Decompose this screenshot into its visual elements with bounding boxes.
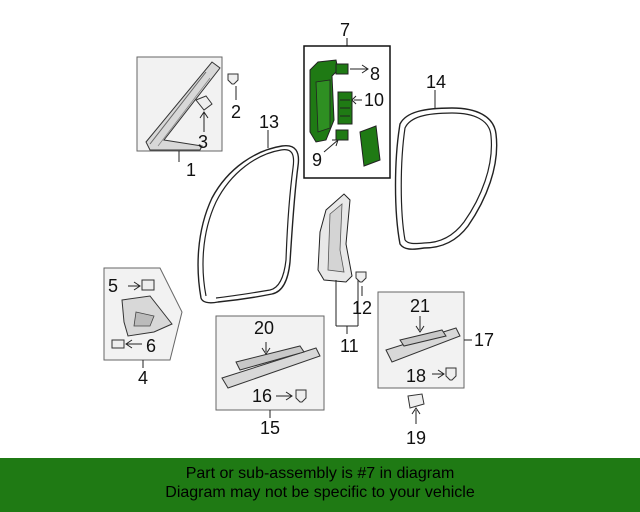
clip-8-shape <box>335 63 349 75</box>
part-17-group[interactable]: 17 18 21 <box>377 291 494 389</box>
part-11-group[interactable]: 11 12 <box>317 193 372 356</box>
callout-15: 15 <box>260 418 280 438</box>
callout-4: 4 <box>138 368 148 388</box>
callout-21: 21 <box>410 296 430 316</box>
scuff-plate-15 <box>221 347 321 389</box>
pillar-garnish-shape <box>145 61 221 151</box>
plate-21-shape <box>399 329 447 347</box>
screw-18-shape <box>445 367 457 381</box>
part-1-group[interactable]: 1 2 3 <box>136 56 241 180</box>
clip-9-shape <box>335 129 349 141</box>
notice-line-2: Diagram may not be specific to your vehi… <box>165 484 475 501</box>
part-13-group[interactable]: 13 <box>197 112 300 304</box>
callout-10: 10 <box>364 90 384 110</box>
pillar-garnish-lower-part <box>359 125 381 167</box>
part-19-group[interactable]: 19 <box>406 393 426 448</box>
screw-16-shape <box>295 389 307 403</box>
callout-1: 1 <box>186 160 196 180</box>
notice-line-1: Part or sub-assembly is #7 in diagram <box>185 465 455 482</box>
part-15-group[interactable]: 15 16 20 <box>215 315 325 438</box>
notice-banner: Part or sub-assembly is #7 in diagram Di… <box>0 458 640 512</box>
callout-17: 17 <box>474 330 494 350</box>
callout-16: 16 <box>252 386 272 406</box>
part-7-group[interactable]: 7 8 10 9 <box>303 20 391 179</box>
callout-12: 12 <box>352 298 372 318</box>
callout-20: 20 <box>254 318 274 338</box>
callout-19: 19 <box>406 428 426 448</box>
callout-7: 7 <box>340 20 350 40</box>
clip-3-shape <box>195 95 213 111</box>
part-14-group[interactable]: 14 <box>394 72 498 250</box>
callout-11: 11 <box>340 336 359 356</box>
clip-5-shape <box>141 279 155 291</box>
callout-2: 2 <box>231 102 241 122</box>
callout-8: 8 <box>370 64 380 84</box>
plate-20-shape <box>235 345 305 371</box>
part-4-group[interactable]: 4 5 6 <box>103 267 183 388</box>
clip-19-shape <box>407 393 425 409</box>
screw-2-shape <box>227 73 239 85</box>
callout-3: 3 <box>198 132 208 152</box>
clip-6-shape <box>111 339 125 349</box>
weatherstrip-13 <box>197 145 300 304</box>
weatherstrip-14 <box>394 107 498 250</box>
callout-18: 18 <box>406 366 426 386</box>
parts-diagram: 1 2 3 13 7 8 10 9 14 <box>103 20 498 448</box>
callout-5: 5 <box>108 276 118 296</box>
callout-14: 14 <box>426 72 446 92</box>
callout-13: 13 <box>259 112 279 132</box>
screw-12-shape <box>355 271 367 283</box>
callout-9: 9 <box>312 150 322 170</box>
callout-6: 6 <box>146 336 156 356</box>
